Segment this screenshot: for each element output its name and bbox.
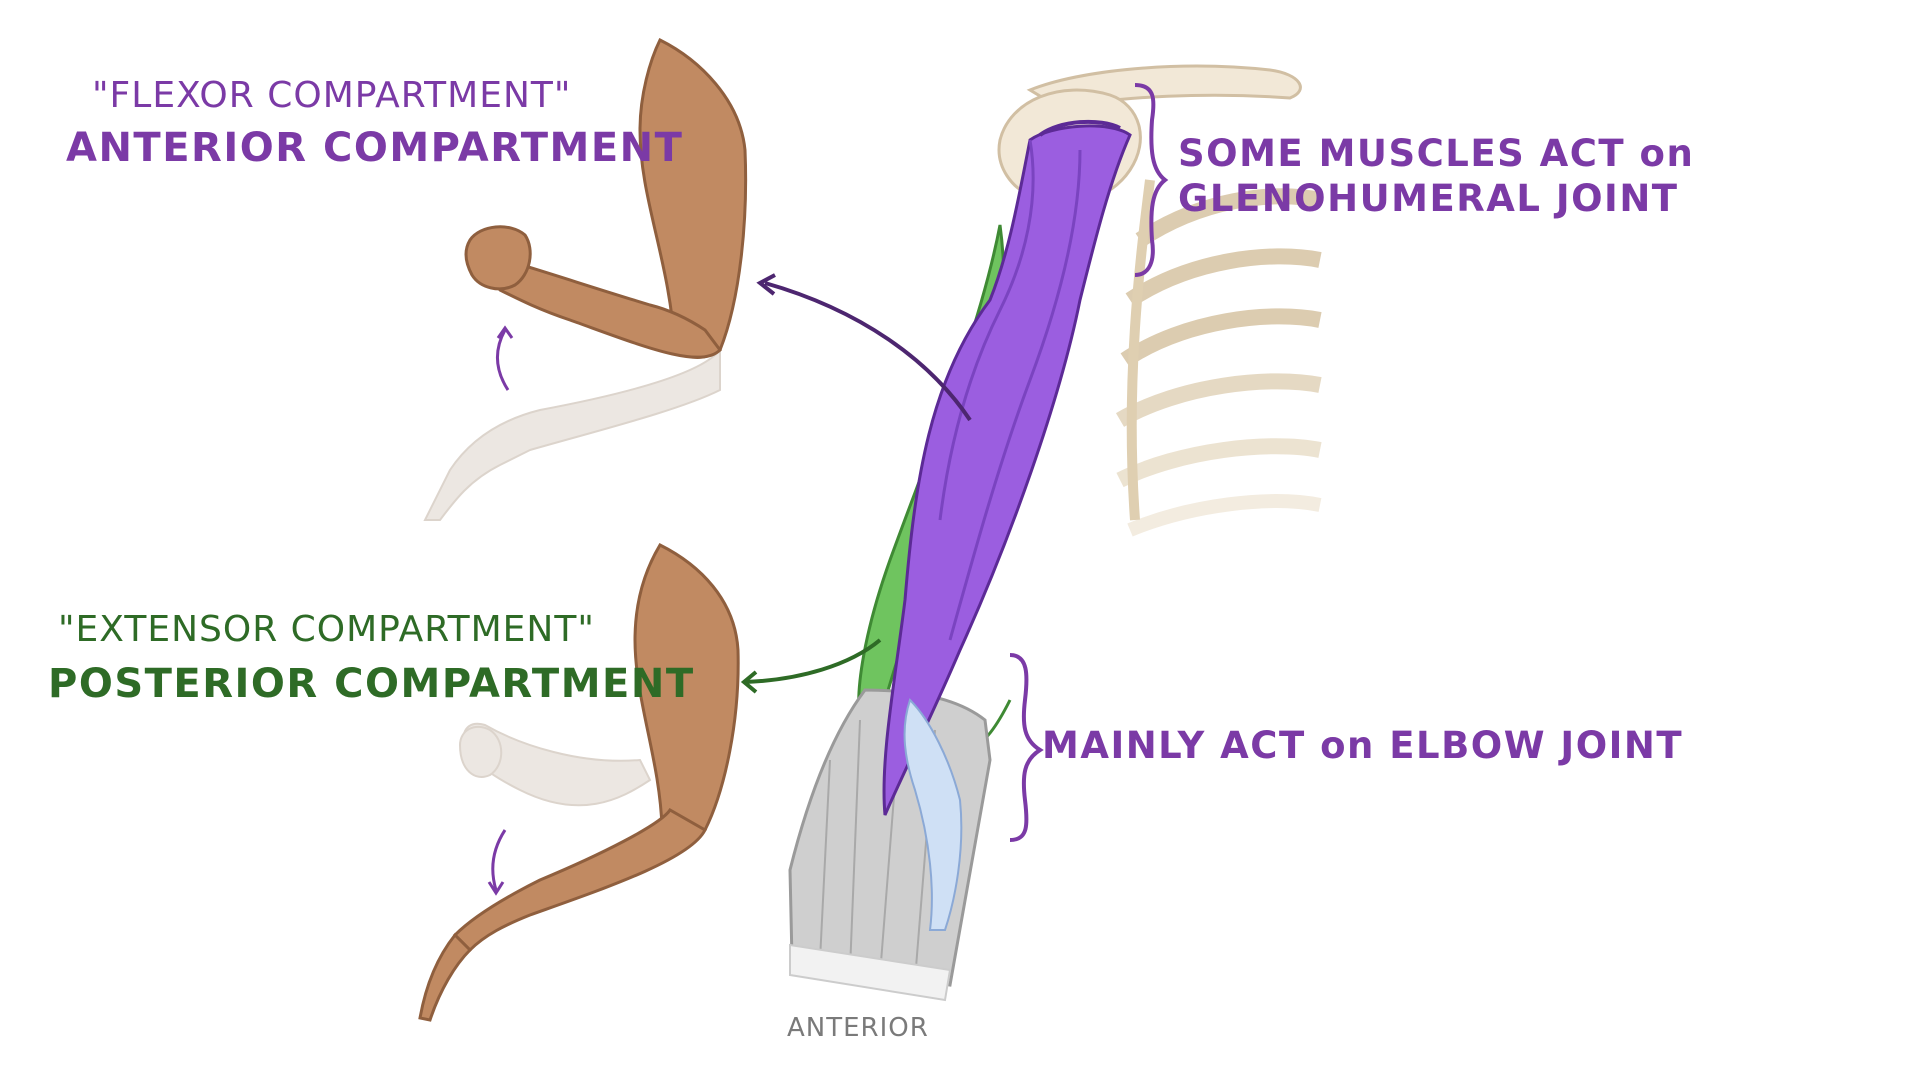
braces <box>1009 83 1169 842</box>
elbow-brace <box>1009 653 1044 842</box>
posterior-compartment-label: POSTERIOR COMPARTMENT <box>48 661 695 707</box>
anterior-compartment-label: ANTERIOR COMPARTMENT <box>66 125 684 171</box>
biceps-tendon <box>903 698 963 931</box>
flexion-arm <box>423 37 748 521</box>
arm-muscles <box>788 119 1132 1002</box>
extension-arm <box>418 543 740 1022</box>
view-label: ANTERIOR <box>787 1013 929 1043</box>
posterior-arrow <box>744 638 882 684</box>
glenohumeral-brace <box>1134 83 1169 277</box>
flexor-compartment-label: "FLEXOR COMPARTMENT" <box>92 75 572 116</box>
extensor-compartment-label: "EXTENSOR COMPARTMENT" <box>58 609 595 650</box>
glenohumeral-label-line2: GLENOHUMERAL JOINT <box>1178 177 1679 220</box>
anterior-arrow <box>764 281 972 422</box>
pointer-arrows <box>740 273 972 694</box>
elbow-joint-label: MAINLY ACT on ELBOW JOINT <box>1042 724 1684 767</box>
glenohumeral-label-line1: SOME MUSCLES ACT on <box>1178 132 1695 175</box>
